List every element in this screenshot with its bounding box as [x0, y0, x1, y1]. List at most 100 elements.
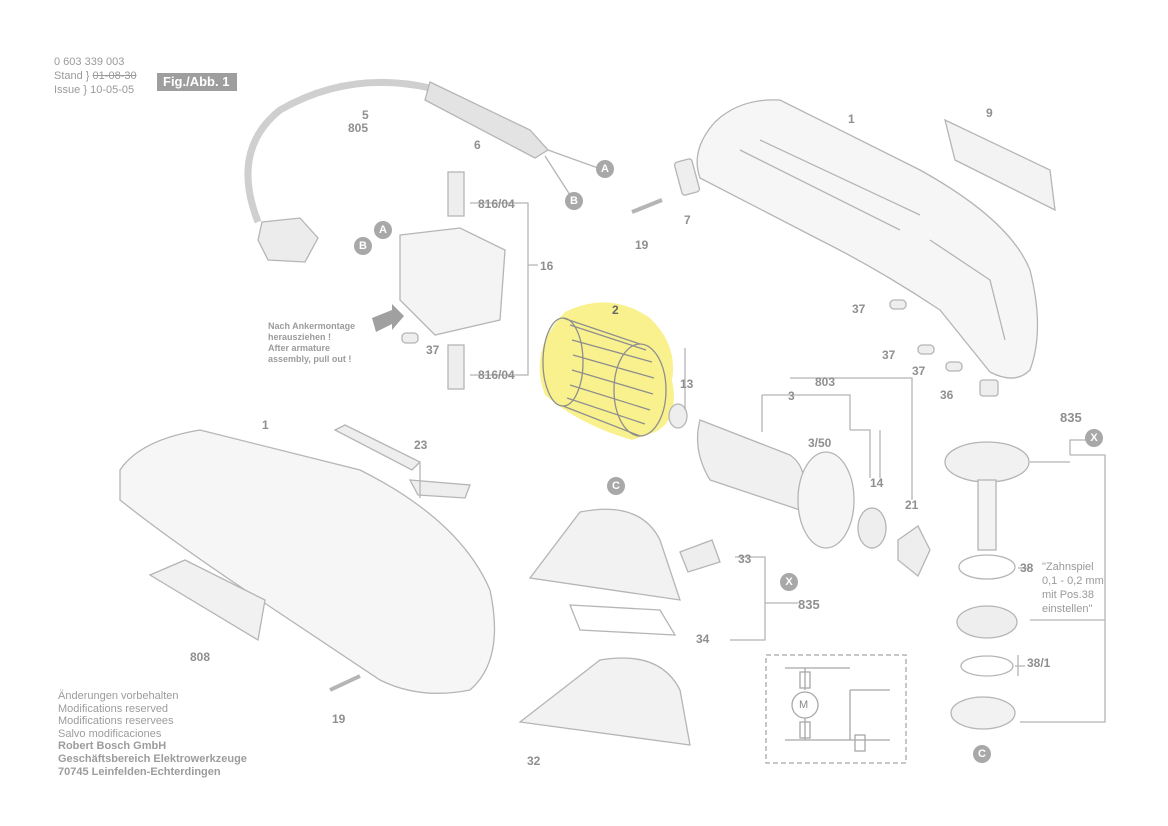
callout-19-top: 19 — [635, 238, 649, 252]
disc-c — [950, 696, 1016, 730]
bevel-gear — [944, 441, 1030, 483]
spindle — [977, 479, 997, 551]
gear-backlash-note: "Zahnspiel 0,1 - 0,2 mm mit Pos.38 einst… — [1042, 560, 1104, 616]
cover-plate — [944, 118, 1056, 212]
pad-holder — [528, 508, 681, 601]
plug — [257, 217, 319, 263]
callout-16: 16 — [540, 259, 554, 273]
bearing-13 — [668, 403, 688, 429]
callout-37-b: 37 — [882, 348, 896, 362]
callout-14: 14 — [870, 476, 884, 490]
armature-note-line: After armature — [268, 343, 331, 353]
callout-38-1: 38/1 — [1027, 656, 1051, 670]
document-header: 0 603 339 003 Stand } 01-08-30 Issue } 1… — [54, 56, 137, 96]
gear-note-line: mit Pos.38 — [1042, 589, 1094, 601]
cover-808 — [148, 559, 266, 642]
badge-a-left: A — [374, 221, 392, 239]
brush-bottom — [447, 344, 465, 390]
stator-highlight — [539, 302, 674, 440]
callout-38: 38 — [1020, 561, 1034, 575]
gear-note-line: "Zahnspiel — [1042, 561, 1094, 573]
armature-note-line: assembly, pull out ! — [268, 354, 352, 364]
spring-pin — [401, 332, 419, 344]
motor-symbol: M — [799, 699, 809, 711]
callout-1-top: 1 — [848, 112, 855, 126]
callout-803: 803 — [815, 375, 836, 389]
badge-c-mid: C — [607, 477, 625, 495]
bearing-14 — [857, 507, 887, 549]
callout-37-left: 37 — [426, 343, 440, 357]
callout-7: 7 — [684, 213, 691, 227]
badge-b-left: B — [354, 237, 372, 255]
fan — [797, 451, 855, 549]
callout-805: 805 — [348, 121, 369, 135]
armature-note-line: herausziehen ! — [268, 332, 332, 342]
callout-835-mid: 835 — [798, 597, 820, 612]
callout-816-top: 816/04 — [478, 197, 515, 211]
footer-line: Modifications reservees — [58, 715, 174, 728]
footer-division: Geschäftsbereich Elektrowerkzeuge — [58, 752, 247, 765]
callout-5: 5 — [362, 108, 369, 122]
callout-9: 9 — [986, 106, 993, 120]
circuit-schematic — [765, 654, 907, 764]
sanding-pad-32 — [518, 657, 691, 746]
power-cord — [244, 78, 431, 224]
badge-c-bottom: C — [973, 745, 991, 763]
callout-34: 34 — [696, 632, 710, 646]
callout-3: 3 — [788, 389, 795, 403]
ring-38 — [958, 554, 1016, 580]
armature-note-line: Nach Ankermontage — [268, 321, 356, 331]
brush-top — [447, 171, 465, 217]
callout-37-a: 37 — [852, 302, 866, 316]
pin-36 — [979, 379, 999, 397]
callout-36: 36 — [940, 388, 954, 402]
callout-23: 23 — [414, 438, 428, 452]
callout-6: 6 — [474, 138, 481, 152]
sliding-switch-23 — [333, 424, 422, 471]
screw-top — [631, 198, 663, 214]
stand-date: 01-08-30 — [92, 70, 137, 82]
pinion-21 — [897, 525, 931, 578]
callout-37-c: 37 — [912, 364, 926, 378]
armature — [696, 419, 805, 511]
callout-3-50: 3/50 — [808, 436, 832, 450]
figure-label: Fig./Abb. 1 — [157, 73, 238, 91]
footer-line: Salvo modificaciones — [58, 727, 162, 740]
gear-note-line: einstellen" — [1042, 603, 1093, 615]
footer-line: Änderungen vorbehalten — [58, 690, 179, 702]
cord-grommet — [424, 81, 550, 159]
footer-line: Modifications reserved — [58, 702, 169, 715]
housing-bottom — [119, 429, 496, 694]
footer-address: 70745 Leinfelden-Echterdingen — [58, 765, 221, 778]
callout-835-right: 835 — [1060, 410, 1082, 425]
dust-flap-33 — [679, 539, 721, 573]
badge-b-top: B — [565, 192, 583, 210]
switch-slider — [673, 158, 701, 196]
stator — [542, 317, 667, 437]
callout-19-bottom: 19 — [332, 712, 346, 726]
badge-a-top: A — [596, 160, 614, 178]
stand-label: Stand — [54, 70, 83, 82]
armature-note: Nach Ankermontage herausziehen ! After a… — [268, 321, 355, 365]
callout-13: 13 — [680, 377, 694, 391]
badge-x-right: X — [1085, 429, 1103, 447]
callout-2: 2 — [612, 303, 619, 317]
issue-label: Issue — [54, 84, 81, 96]
callout-32: 32 — [527, 754, 541, 768]
callout-1-left: 1 — [262, 418, 269, 432]
callout-816-bottom: 816/04 — [478, 368, 515, 382]
gear-note-line: 0,1 - 0,2 mm — [1042, 575, 1104, 587]
housing-top — [696, 99, 1039, 379]
pull-arrow — [372, 304, 404, 332]
screw-bottom — [329, 674, 361, 692]
issue-date: 10-05-05 — [90, 84, 135, 96]
seal-34 — [569, 604, 677, 636]
callout-33: 33 — [738, 552, 752, 566]
footer-disclaimer: Änderungen vorbehalten Modifications res… — [58, 690, 247, 778]
callout-21: 21 — [905, 498, 919, 512]
doc-number: 0 603 339 003 — [54, 56, 125, 68]
bearing-large — [956, 605, 1018, 639]
brush-holder — [399, 227, 506, 336]
footer-company: Robert Bosch GmbH — [58, 740, 167, 753]
